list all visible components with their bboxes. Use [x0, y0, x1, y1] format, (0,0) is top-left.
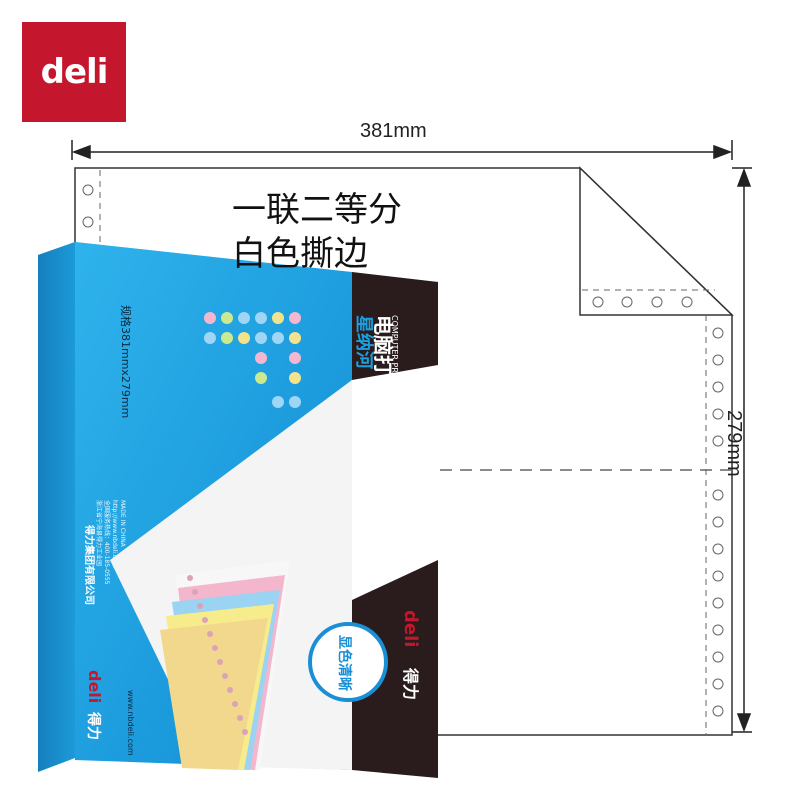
- box-brand-logo: deli: [85, 670, 104, 703]
- box-spec-label: 规格381mmx279mm: [119, 305, 133, 418]
- box-company-info-1: 浙江省宁海县得力工业园: [95, 500, 103, 566]
- box-product-name: 电脑打印纸: [371, 315, 395, 415]
- clarity-badge: [308, 622, 388, 702]
- product-box: 规格381mmx279mm 星纳河 电脑打印纸 COMPUTER PRINT P…: [38, 242, 438, 778]
- spec-edge-label: 白色撕边: [232, 234, 368, 274]
- height-dimension-line: [732, 167, 752, 733]
- box-panel-brand-cn: 得力: [401, 667, 420, 700]
- box-product-name-en: COMPUTER PRINT PAPER: [390, 315, 399, 414]
- box-company-info-3: http://www.nbdeli.com: [111, 500, 118, 568]
- box-series-name: 星纳河: [353, 315, 375, 369]
- box-panel-logo: deli: [400, 610, 421, 647]
- box-company-name: 得力集团有限公司: [83, 524, 96, 605]
- box-company-info-4: MADE IN CHINA: [119, 500, 126, 548]
- width-dimension-label: 381mm: [360, 120, 427, 142]
- box-company-info-2: 全国服务热线：400-185-0555: [103, 500, 111, 585]
- spec-parts-label: 一联二等分: [232, 190, 402, 230]
- box-website: www.nbdeli.com: [126, 690, 135, 756]
- height-dimension-label: 279mm: [723, 410, 745, 477]
- decorative-dots: [204, 312, 301, 408]
- badge-text: 显色清晰: [336, 635, 353, 691]
- brand-logo-text: deli: [40, 52, 109, 92]
- width-dimension-line: [71, 140, 733, 160]
- brand-logo: deli: [22, 22, 126, 122]
- box-brand-cn: 得力: [85, 711, 102, 740]
